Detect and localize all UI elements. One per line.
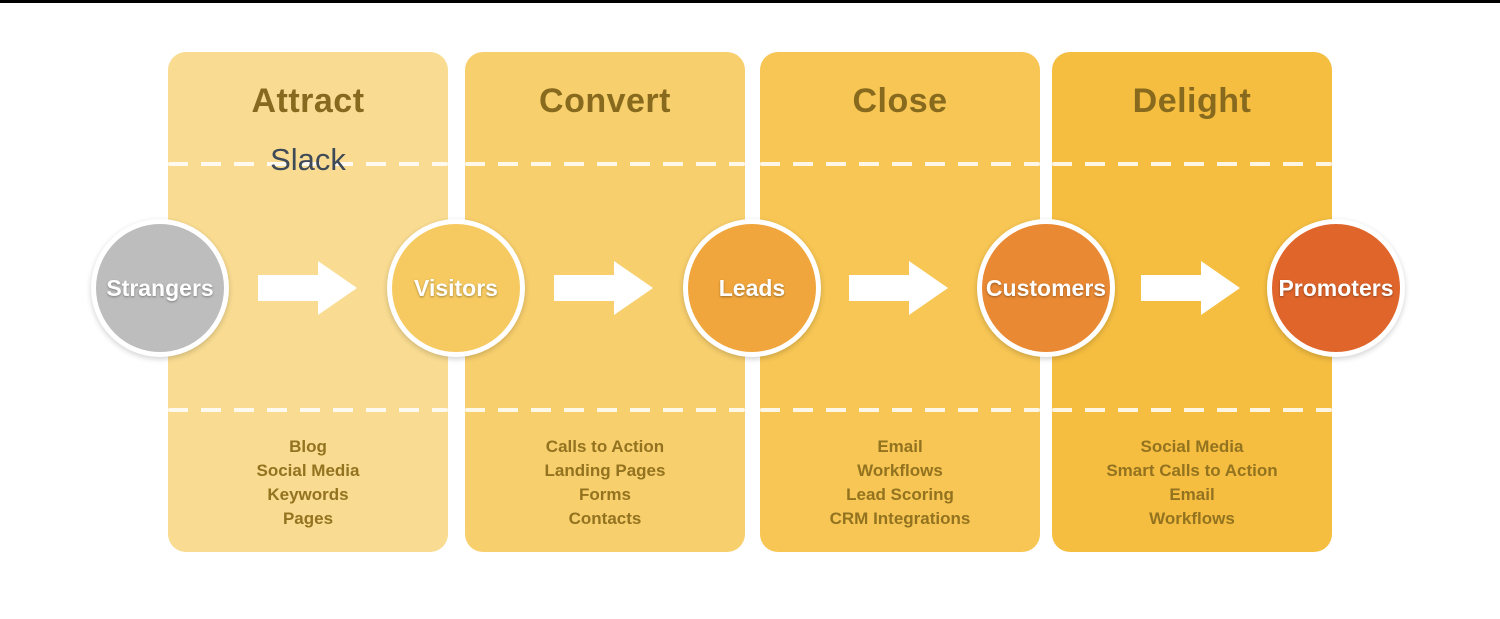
stage-title: Close [852, 82, 948, 120]
tool-item: Email [877, 437, 923, 456]
tool-item: Keywords [267, 485, 349, 504]
tool-list: Blog Social Media Keywords Pages [168, 435, 448, 531]
top-border [0, 0, 1500, 3]
persona-circle-strangers: Strangers [91, 219, 229, 357]
divider-dashed-bottom [1052, 408, 1332, 412]
tool-item: CRM Integrations [829, 509, 971, 528]
divider-dashed-bottom [760, 408, 1040, 412]
divider-dashed-top [465, 162, 745, 166]
right-arrow-icon [554, 261, 653, 315]
divider-dashed-bottom [465, 408, 745, 412]
persona-circle-leads: Leads [683, 219, 821, 357]
divider-dashed-bottom [168, 408, 448, 412]
arrow-shape [849, 261, 948, 315]
stage-title: Attract [251, 82, 365, 120]
tool-item: Lead Scoring [846, 485, 954, 504]
persona-label: Leads [718, 274, 786, 301]
tool-item: Blog [289, 437, 327, 456]
tool-item: Landing Pages [544, 461, 666, 480]
tool-list: Calls to Action Landing Pages Forms Cont… [465, 435, 745, 531]
persona-circle-customers: Customers [977, 219, 1115, 357]
stage-title: Delight [1132, 82, 1252, 120]
tool-item: Workflows [857, 461, 943, 480]
right-arrow-icon [849, 261, 948, 315]
arrow-shape [258, 261, 357, 315]
tool-item: Workflows [1149, 509, 1235, 528]
tool-list: Social Media Smart Calls to Action Email… [1052, 435, 1332, 531]
arrow-shape [554, 261, 653, 315]
divider-dashed-top [1052, 162, 1332, 166]
persona-label: Promoters [1278, 274, 1394, 301]
tool-item: Smart Calls to Action [1106, 461, 1278, 480]
persona-circle-promoters: Promoters [1267, 219, 1405, 357]
tool-item: Contacts [568, 509, 642, 528]
persona-label: Customers [985, 274, 1107, 301]
tool-item: Calls to Action [545, 437, 665, 456]
persona-label: Visitors [414, 274, 498, 301]
tool-list: Email Workflows Lead Scoring CRM Integra… [760, 435, 1040, 531]
slack-annotation: Slack [270, 142, 346, 177]
right-arrow-icon [258, 261, 357, 315]
tool-item: Email [1169, 485, 1215, 504]
right-arrow-icon [1141, 261, 1240, 315]
stage-title: Convert [539, 82, 671, 120]
arrow-shape [1141, 261, 1240, 315]
tool-item: Pages [282, 509, 334, 528]
persona-circle-visitors: Visitors [387, 219, 525, 357]
tool-item: Social Media [256, 461, 360, 480]
persona-label: Strangers [106, 274, 214, 301]
tool-item: Forms [579, 485, 631, 504]
divider-dashed-top [168, 162, 448, 166]
divider-dashed-top [760, 162, 1040, 166]
tool-item: Social Media [1140, 437, 1244, 456]
